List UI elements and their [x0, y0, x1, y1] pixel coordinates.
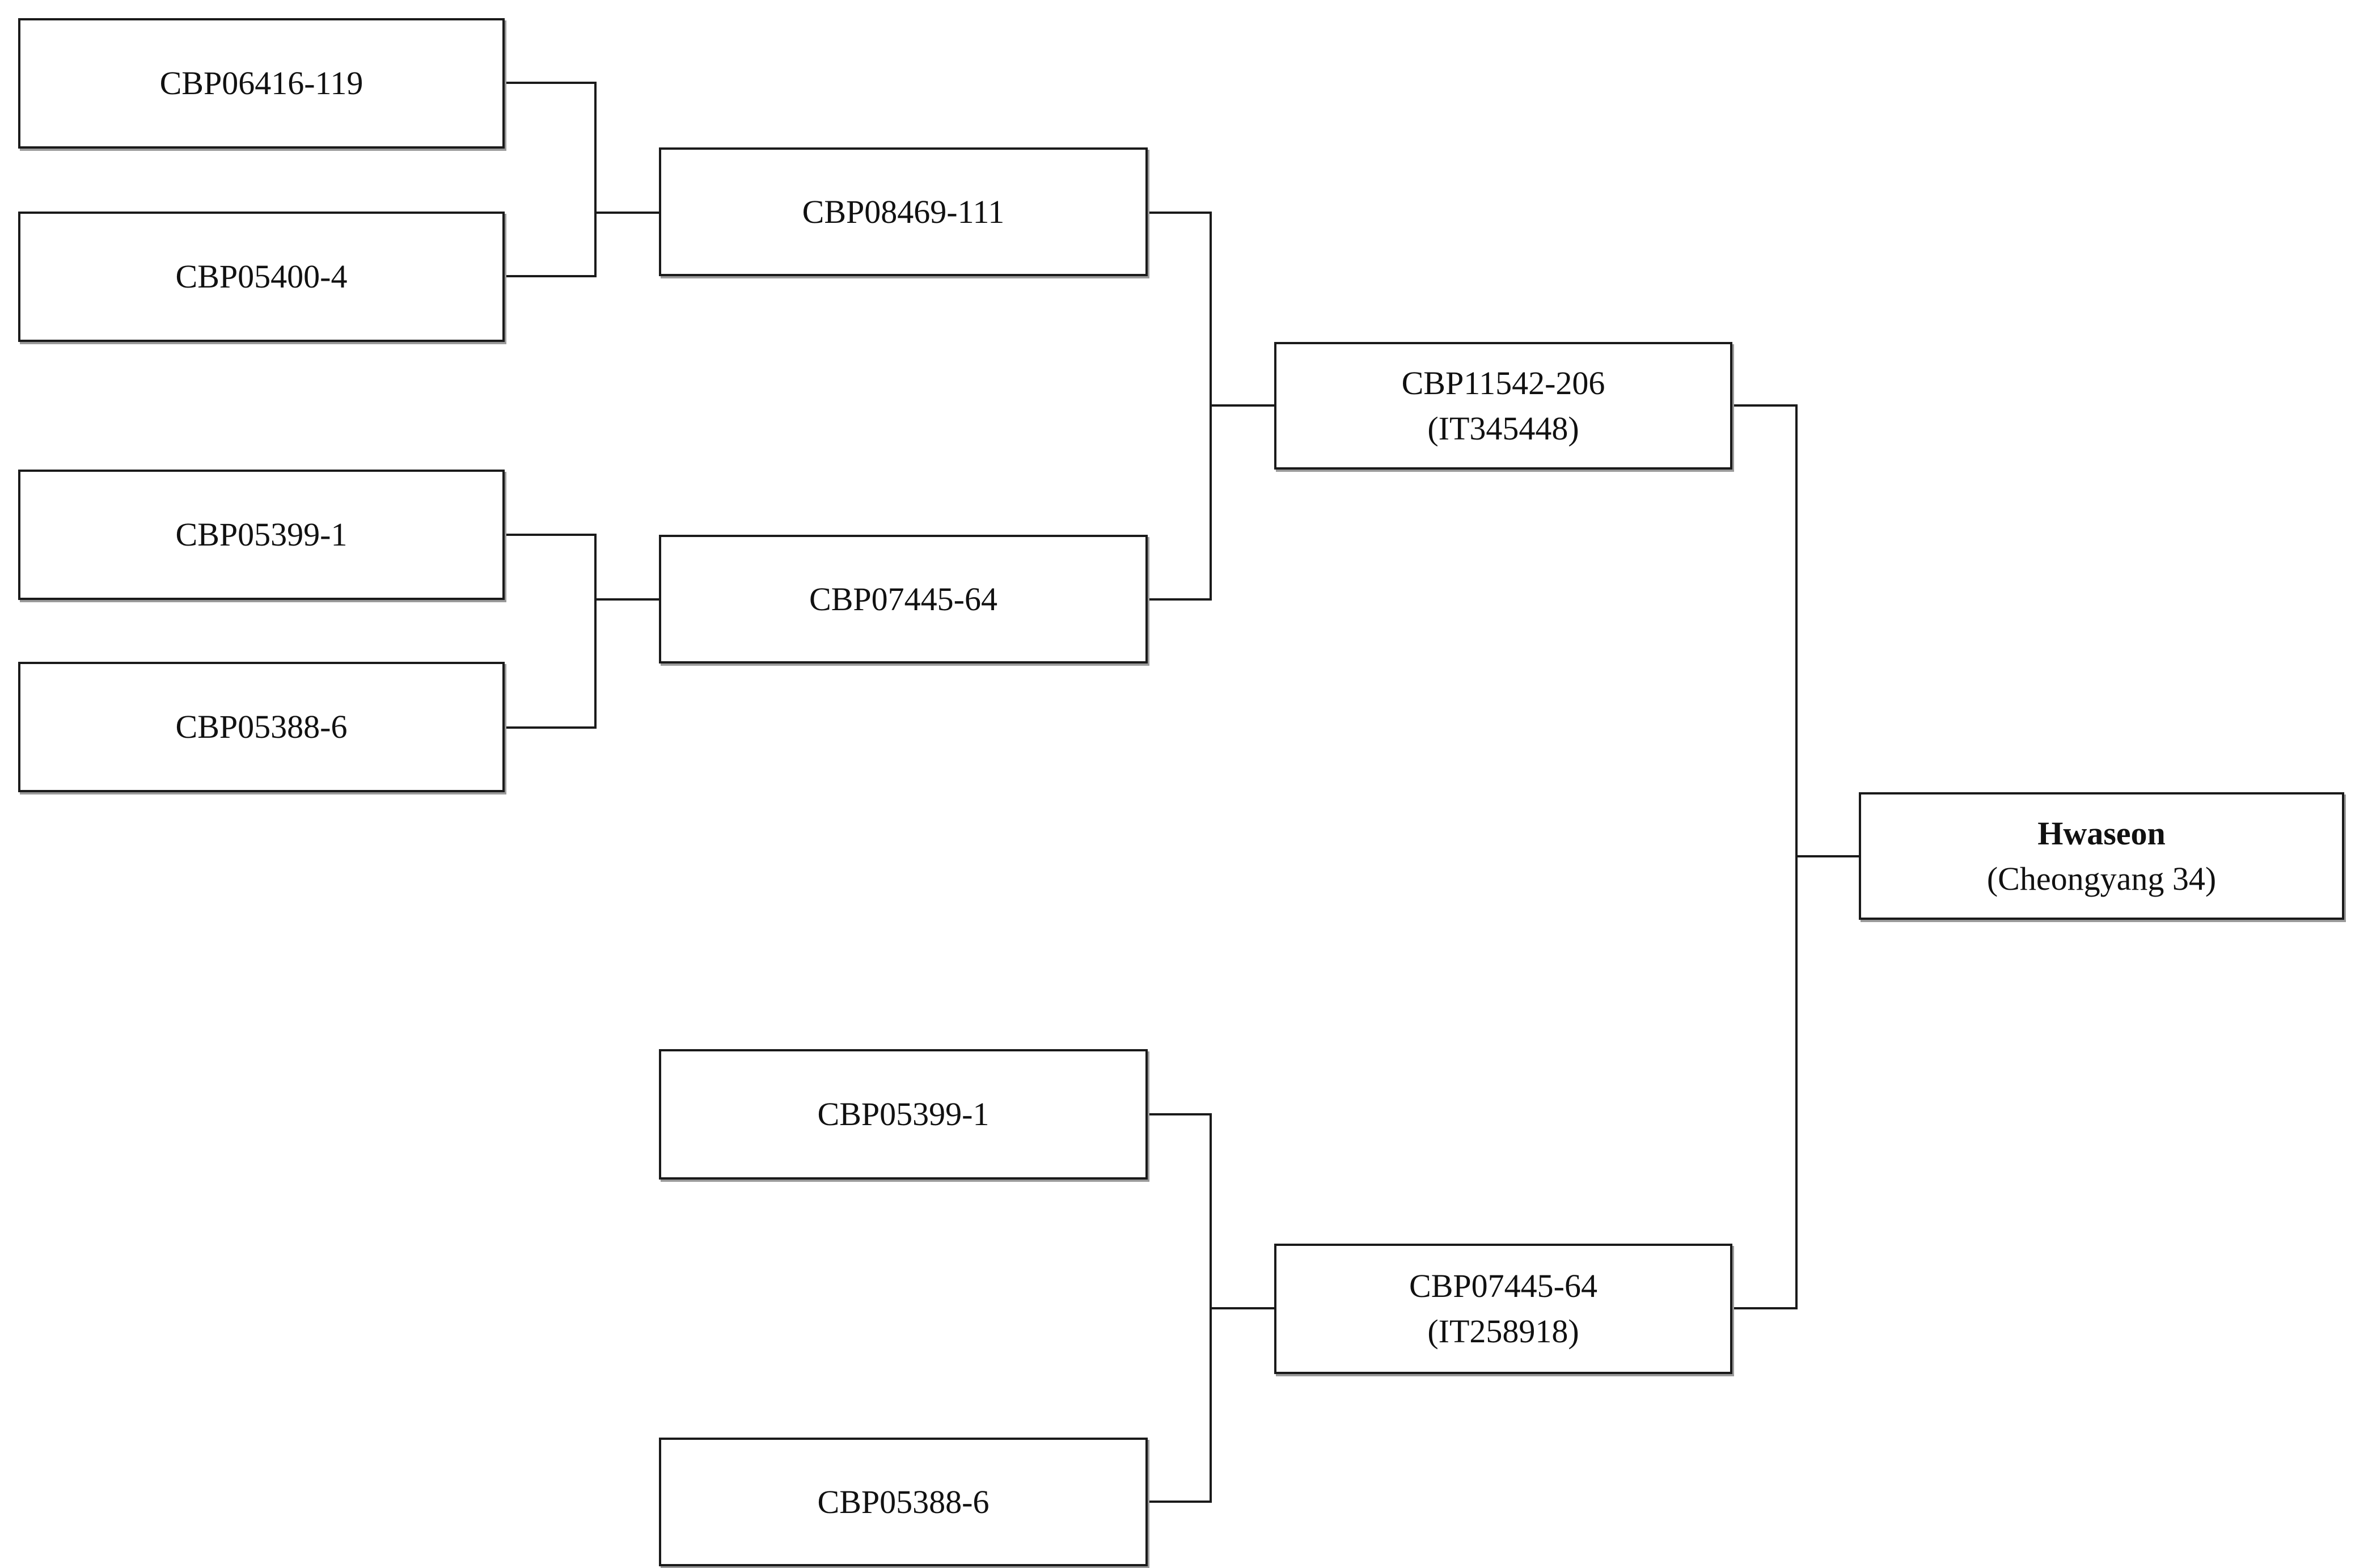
node-label: CBP07445-64: [1409, 1267, 1597, 1304]
node-label: CBP11542-206: [1401, 364, 1605, 401]
node-label: CBP05399-1: [817, 1096, 990, 1132]
node-accession: (IT345448): [1427, 409, 1579, 447]
node-cbp05388-6-upper: CBP05388-6: [18, 662, 505, 792]
node-cbp08469-111: CBP08469-111: [659, 147, 1148, 276]
node-cbp05399-1-lower: CBP05399-1: [659, 1049, 1148, 1180]
node-cbp06416-119: CBP06416-119: [18, 18, 505, 149]
node-label: CBP05388-6: [817, 1483, 990, 1520]
node-cbp05400-4: CBP05400-4: [18, 212, 505, 342]
cultivar-name: Hwaseon: [2037, 814, 2166, 852]
node-cbp11542-206: CBP11542-206 (IT345448): [1274, 342, 1732, 470]
node-cbp07445-64-upper: CBP07445-64: [659, 535, 1148, 663]
cultivar-alias: (Cheongyang 34): [1986, 860, 2217, 897]
node-cbp07445-64-lower: CBP07445-64 (IT258918): [1274, 1244, 1732, 1374]
node-cbp05388-6-lower: CBP05388-6: [659, 1438, 1148, 1566]
node-label: CBP06416-119: [159, 65, 363, 102]
node-hwaseon: Hwaseon (Cheongyang 34): [1859, 792, 2344, 920]
node-label: CBP05388-6: [175, 708, 348, 745]
node-label: CBP08469-111: [802, 193, 1005, 230]
node-accession: (IT258918): [1427, 1313, 1579, 1350]
node-label: CBP05400-4: [175, 258, 348, 295]
node-cbp05399-1-upper: CBP05399-1: [18, 470, 505, 600]
node-label: CBP05399-1: [175, 516, 348, 553]
node-label: CBP07445-64: [809, 580, 997, 618]
